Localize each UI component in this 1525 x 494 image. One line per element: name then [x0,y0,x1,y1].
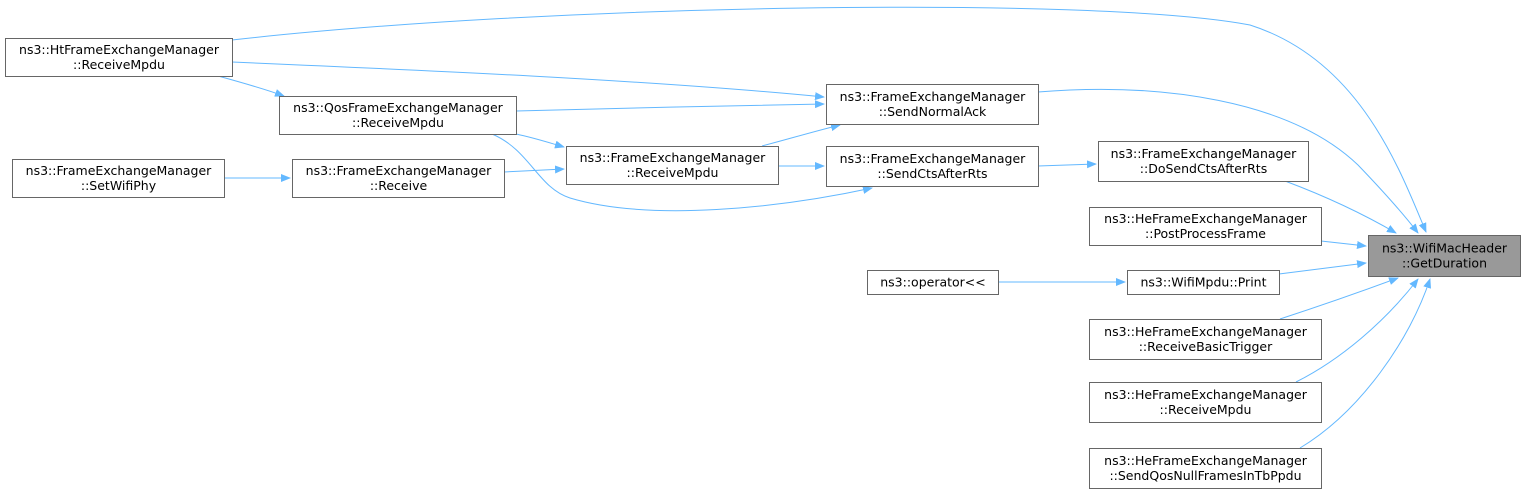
node-box [279,96,517,135]
node-label-line: ns3::FrameExchangeManager [306,163,492,178]
node-box [1089,319,1322,360]
node-he_receivempdu[interactable]: ns3::HeFrameExchangeManager::ReceiveMpdu [1089,382,1322,423]
node-box [1089,448,1322,489]
node-fem_receivempdu[interactable]: ns3::FrameExchangeManager::ReceiveMpdu [566,146,779,185]
node-label-line: ::ReceiveMpdu [352,115,444,130]
edge-he_postprocessframe-to-wifimacheader_getduration [1320,240,1367,249]
edge-ht_receivempdu-to-fem_sendnormalack [231,61,825,101]
node-he_receivebasictrigger[interactable]: ns3::HeFrameExchangeManager::ReceiveBasi… [1089,319,1322,360]
edge-qos_receivempdu-to-fem_sendctsafterrts [491,133,873,212]
node-label-line: ns3::QosFrameExchangeManager [293,100,503,115]
node-label-line: ::PostProcessFrame [1145,226,1266,241]
node-fem_sendctsafterrts[interactable]: ns3::FrameExchangeManager::SendCtsAfterR… [826,146,1039,187]
node-label-line: ns3::HeFrameExchangeManager [1104,324,1308,339]
edge-he_receivempdu-to-wifimacheader_getduration [1295,278,1419,383]
node-label-line: ::Receive [370,178,428,193]
edge-qos_receivempdu-to-fem_sendnormalack [515,100,825,112]
node-label-line: ns3::FrameExchangeManager [1111,146,1297,161]
node-box [12,159,225,198]
node-he_sendqosnull[interactable]: ns3::HeFrameExchangeManager::SendQosNull… [1089,448,1322,489]
node-box [566,146,779,185]
node-fem_receive[interactable]: ns3::FrameExchangeManager::Receive [292,159,505,198]
edge-he_sendqosnull-to-wifimacheader_getduration [1299,278,1431,449]
edge-fem_receive-to-fem_receivempdu [503,165,565,174]
node-fem_dosendctsafterrts[interactable]: ns3::FrameExchangeManager::DoSendCtsAfte… [1098,141,1309,182]
node-label-line: ns3::HtFrameExchangeManager [19,42,220,57]
node-label-line: ::ReceiveMpdu [73,57,165,72]
node-label-line: ns3::operator<< [880,275,986,290]
node-label-line: ns3::HeFrameExchangeManager [1104,211,1308,226]
edge-he_receivebasictrigger-to-wifimacheader_getduration [1279,277,1399,320]
node-label-line: ::SendQosNullFramesInTbPpdu [1109,468,1301,483]
node-he_postprocessframe[interactable]: ns3::HeFrameExchangeManager::PostProcess… [1089,207,1322,246]
node-label-line: ::ReceiveMpdu [1160,402,1252,417]
edge-fem_sendctsafterrts-to-fem_dosendctsafterrts [1037,160,1097,169]
node-box [292,159,505,198]
edge-ht_receivempdu-to-qos_receivempdu [217,75,285,97]
node-label-line: ns3::WifiMpdu::Print [1141,275,1267,290]
node-label-line: ::ReceiveBasicTrigger [1139,339,1273,354]
node-box [1089,207,1322,246]
node-label-line: ::SendCtsAfterRts [877,166,987,181]
nodes-layer: ns3::HtFrameExchangeManager::ReceiveMpdu… [5,38,1521,489]
edge-wifimpdu_print-to-wifimacheader_getduration [1278,260,1367,275]
node-label-line: ns3::HeFrameExchangeManager [1104,387,1308,402]
node-label-line: ns3::FrameExchangeManager [840,89,1026,104]
edge-fem_sendnormalack-to-wifimacheader_getduration [1037,88,1419,234]
node-label-line: ::ReceiveMpdu [627,165,719,180]
node-label-line: ns3::HeFrameExchangeManager [1104,453,1308,468]
node-label-line: ::SetWifiPhy [81,178,157,193]
node-operator_ltlt[interactable]: ns3::operator<< [867,270,999,295]
node-label-line: ns3::FrameExchangeManager [580,150,766,165]
node-wifimacheader_getduration[interactable]: ns3::WifiMacHeader::GetDuration [1368,235,1521,277]
node-label-line: ns3::WifiMacHeader [1382,241,1508,256]
node-box [826,84,1039,125]
node-label-line: ::DoSendCtsAfterRts [1140,161,1267,176]
node-box [1127,270,1280,295]
node-fem_setwifiphy[interactable]: ns3::FrameExchangeManager::SetWifiPhy [12,159,225,198]
node-qos_receivempdu[interactable]: ns3::QosFrameExchangeManager::ReceiveMpd… [279,96,517,135]
node-label-line: ::GetDuration [1402,256,1487,271]
edge-qos_receivempdu-to-fem_receivempdu [515,133,565,149]
node-label-line: ::SendNormalAck [879,104,987,119]
node-ht_receivempdu[interactable]: ns3::HtFrameExchangeManager::ReceiveMpdu [5,38,233,77]
node-wifimpdu_print[interactable]: ns3::WifiMpdu::Print [1127,270,1280,295]
node-box [1089,382,1322,423]
edge-ht_receivempdu-to-wifimacheader_getduration [231,6,1427,233]
node-label-line: ns3::FrameExchangeManager [26,163,212,178]
edges-layer [217,6,1431,449]
node-box [1098,141,1309,182]
node-box [1368,235,1521,277]
node-label-line: ns3::FrameExchangeManager [840,151,1026,166]
node-box [5,38,233,77]
node-fem_sendnormalack[interactable]: ns3::FrameExchangeManager::SendNormalAck [826,84,1039,125]
node-box [867,270,999,295]
node-box [826,146,1039,187]
edge-fem_dosendctsafterrts-to-wifimacheader_getduration [1284,180,1397,234]
edge-fem_receivempdu-to-fem_sendnormalack [761,123,841,147]
